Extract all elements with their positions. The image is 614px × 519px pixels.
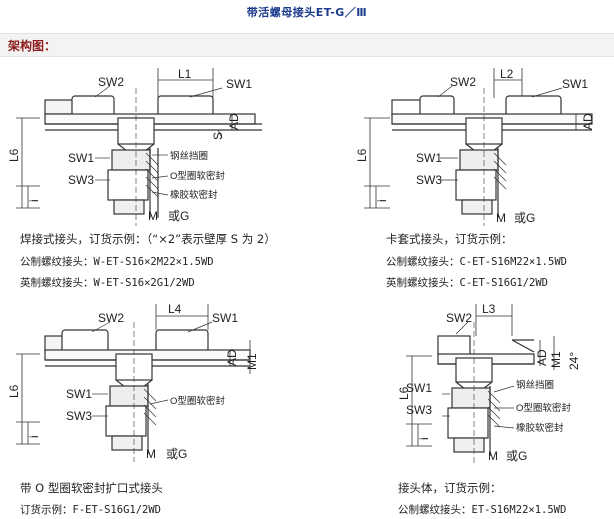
caption-welded-metric: 公制螺纹接头：W-ET-S16×2M22×1.5WD bbox=[20, 256, 214, 268]
dim-i: i bbox=[27, 435, 41, 438]
dim-ad: AD bbox=[535, 349, 549, 366]
label-or-g: 或G bbox=[166, 447, 187, 461]
label-sw3: SW3 bbox=[68, 173, 94, 187]
label-sw1-body: SW1 bbox=[406, 381, 432, 395]
dim-l6: L6 bbox=[7, 148, 21, 162]
note-wire-retainer: 钢丝挡圈 bbox=[516, 379, 554, 391]
dim-ad: AD bbox=[227, 113, 241, 130]
label-sw2: SW2 bbox=[446, 311, 472, 325]
dim-m1: M1 bbox=[245, 353, 259, 370]
page-title: 带活螺母接头ET-G／Ⅲ bbox=[246, 6, 368, 19]
caption-bite-imperial: 英制螺纹接头：C-ET-S16G1/2WD bbox=[386, 277, 549, 289]
dim-angle: 24° bbox=[567, 352, 581, 370]
note-rubber-seal: 橡胶软密封 bbox=[516, 422, 564, 434]
label-sw3: SW3 bbox=[416, 173, 442, 187]
dim-s: S bbox=[211, 132, 225, 140]
dim-ad: AD bbox=[225, 349, 239, 366]
label-sw2: SW2 bbox=[98, 311, 124, 325]
note-o-ring-seal: O型圈软密封 bbox=[170, 395, 225, 407]
label-or-g: 或G bbox=[506, 449, 527, 463]
fitting-diagram-body: L3 SW2 AD M1 24° L6 SW1 SW3 i M 或G 钢丝挡圈 … bbox=[397, 302, 581, 464]
note-o-ring-seal: O型圈软密封 bbox=[516, 402, 571, 414]
caption-body-title: 接头体，订货示例： bbox=[398, 481, 502, 495]
label-sw1-body: SW1 bbox=[68, 151, 94, 165]
label-m: M bbox=[148, 209, 158, 223]
fitting-diagram-bite-type: L2 SW2 SW1 AD L6 SW1 SW3 i M 或G bbox=[355, 67, 595, 226]
label-sw2: SW2 bbox=[450, 75, 476, 89]
note-wire-retainer: 钢丝挡圈 bbox=[170, 150, 208, 162]
caption-body-metric: 公制螺纹接头：ET-S16M22×1.5WD bbox=[398, 504, 567, 516]
dim-l6: L6 bbox=[355, 148, 369, 162]
dim-l3: L3 bbox=[482, 302, 496, 316]
label-sw2: SW2 bbox=[98, 75, 124, 89]
note-o-ring-seal: O型圈软密封 bbox=[170, 170, 225, 182]
section-header: 架构图： bbox=[0, 33, 614, 57]
label-sw1-body: SW1 bbox=[416, 151, 442, 165]
dim-l2: L2 bbox=[500, 67, 514, 81]
label-or-g: 或G bbox=[514, 211, 535, 225]
label-sw1: SW1 bbox=[212, 311, 238, 325]
caption-flared-order: 订货示例：F-ET-S16G1/2WD bbox=[20, 504, 162, 516]
label-m: M bbox=[496, 211, 506, 225]
dim-l6: L6 bbox=[7, 384, 21, 398]
caption-bite-metric: 公制螺纹接头：C-ET-S16M22×1.5WD bbox=[386, 256, 567, 268]
label-m: M bbox=[146, 447, 156, 461]
caption-flared-title: 带 O 型圈软密封扩口式接头 bbox=[20, 481, 163, 495]
caption-welded-title: 焊接式接头，订货示例：（“×2”表示壁厚 S 为 2） bbox=[20, 232, 276, 246]
dim-ad: AD bbox=[581, 113, 595, 130]
label-m: M bbox=[488, 449, 498, 463]
section-header-label: 架构图： bbox=[8, 39, 57, 53]
dim-m1: M1 bbox=[549, 351, 563, 368]
label-sw3: SW3 bbox=[406, 403, 432, 417]
dim-i: i bbox=[375, 199, 389, 202]
dim-l4: L4 bbox=[168, 302, 182, 316]
label-or-g: 或G bbox=[168, 209, 189, 223]
label-sw1-body: SW1 bbox=[66, 387, 92, 401]
label-sw1: SW1 bbox=[562, 77, 588, 91]
fitting-diagram-flared-o-ring: L4 SW2 SW1 AD M1 L6 SW1 SW3 i M 或G O型圈软密… bbox=[7, 302, 259, 462]
caption-bite-title: 卡套式接头，订货示例： bbox=[386, 232, 513, 246]
dim-l1: L1 bbox=[178, 67, 192, 81]
label-sw1: SW1 bbox=[226, 77, 252, 91]
note-rubber-seal: 橡胶软密封 bbox=[170, 189, 218, 201]
dim-i: i bbox=[417, 437, 431, 440]
dim-l6: L6 bbox=[397, 386, 411, 400]
dim-i: i bbox=[27, 199, 41, 202]
fitting-diagram-welded: L1 SW2 SW1 AD S L6 SW1 SW3 i M 或G 钢丝挡圈 O… bbox=[7, 67, 262, 226]
caption-welded-imperial: 英制螺纹接头：W-ET-S16×2G1/2WD bbox=[20, 277, 195, 289]
label-sw3: SW3 bbox=[66, 409, 92, 423]
